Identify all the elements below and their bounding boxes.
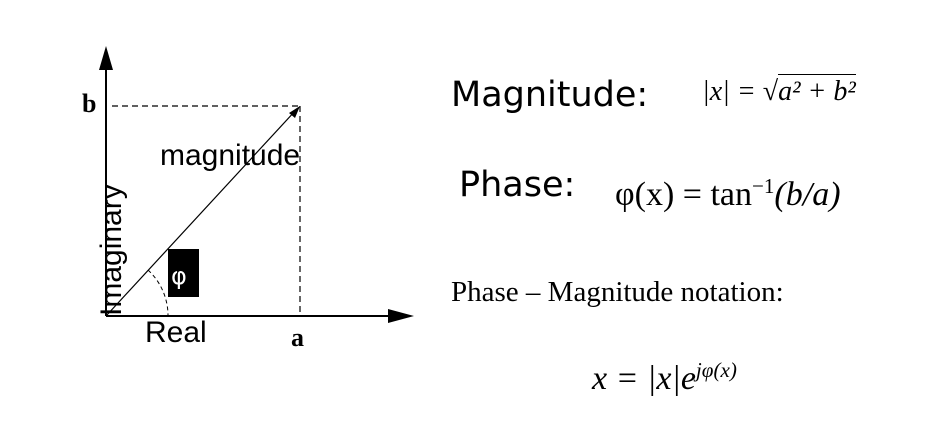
phase-heading: Phase: [459,165,576,205]
phase-formula-rhs: (b/a) [774,176,841,213]
magnitude-formula-lhs: |x| = [702,76,763,107]
notation-formula-lhs: x = |x|e [592,360,696,397]
point-a-label: a [291,323,304,352]
notation-formula-exponent: jφ(x) [695,358,737,383]
magnitude-vector [105,109,297,317]
phase-formula-lhs: φ(x) = tan [615,176,752,213]
magnitude-vector-arrowhead [289,106,300,118]
magnitude-formula: |x| = √a² + b² [702,74,856,107]
notation-heading: Phase – Magnitude notation: [451,276,784,308]
notation-formula: x = |x|ejφ(x) [592,360,737,397]
imaginary-axis-label: Imaginary [95,184,128,316]
phase-formula: φ(x) = tan−1(b/a) [615,176,841,213]
magnitude-heading: Magnitude: [451,75,649,115]
angle-label-box: φ [168,249,199,297]
angle-phi-label: φ [171,262,187,290]
real-axis-arrowhead [388,309,414,323]
point-b-label: b [82,89,97,118]
sqrt-sign: √ [762,76,779,107]
complex-plane-diagram [99,46,414,323]
angle-arc [147,269,169,317]
real-axis-label: Real [145,316,207,349]
phase-formula-exponent: −1 [751,174,775,199]
magnitude-radicand: a² + b² [778,74,856,107]
imaginary-axis-arrowhead [99,46,113,70]
vector-magnitude-label: magnitude [160,139,301,172]
